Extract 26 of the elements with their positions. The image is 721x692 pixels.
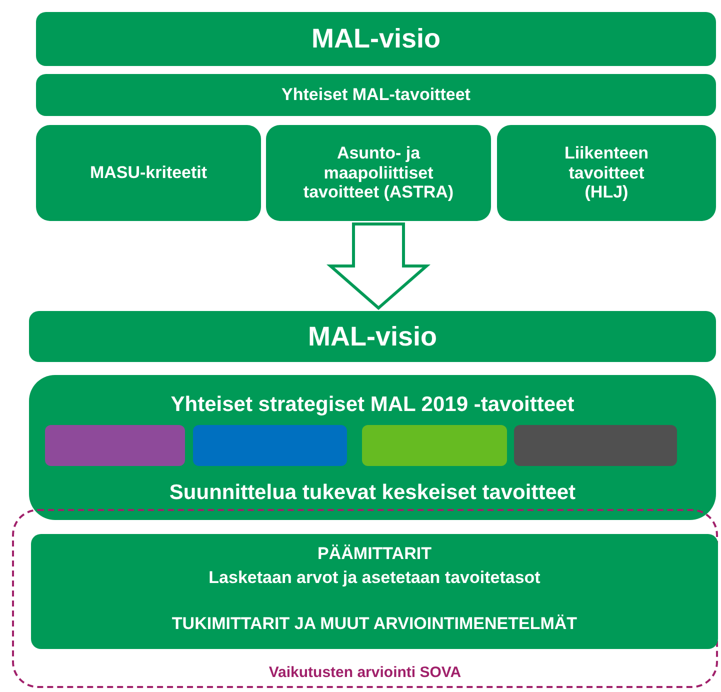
title-banner	[36, 12, 716, 66]
label-text: Liikenteen tavoitteet (HLJ)	[563, 144, 650, 202]
label-text: Yhteiset MAL-tavoitteet	[280, 85, 472, 105]
label-text: MASU-kriteetit	[88, 163, 208, 183]
goal-card	[266, 125, 491, 221]
label-text: TUKIMITTARIT JA MUUT ARVIOINTIMENETELMÄT	[170, 614, 578, 634]
label-text: Vaikutusten arviointi SOVA	[268, 664, 462, 682]
dashed-region	[12, 509, 718, 688]
label-text: MAL-visio	[310, 23, 442, 55]
heading-banner	[36, 74, 716, 116]
label-text: PÄÄMITTARIT	[316, 544, 432, 564]
goal-card	[36, 125, 261, 221]
block-arrow	[326, 222, 430, 310]
label-text: Lasketaan arvot ja asetetaan tavoitetasot	[208, 568, 542, 588]
goals-panel	[29, 375, 716, 520]
label-text: Yhteiset strategiset MAL 2019 -tavoitteet	[170, 393, 576, 418]
label-text: Suunnittelua tukevat keskeiset tavoitteet	[168, 481, 577, 506]
label-text: MAL-visio	[306, 320, 438, 352]
title-banner	[29, 311, 716, 362]
goal-card	[497, 125, 716, 221]
color-bar	[362, 425, 507, 466]
color-bar	[514, 425, 677, 466]
label-text: Asunto- ja maapoliittiset tavoitteet (ASTRA)	[302, 144, 455, 202]
color-bar	[193, 425, 347, 466]
metrics-panel	[31, 534, 718, 649]
color-bar	[45, 425, 185, 466]
